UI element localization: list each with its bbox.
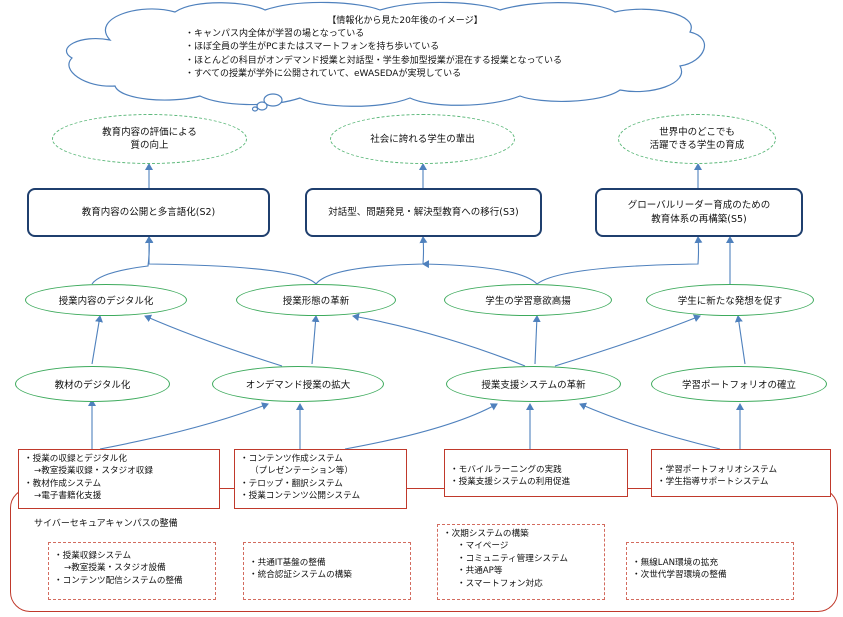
action-box-portfolio: ・学習ポートフォリオシステム ・学生指導サポートシステム [651, 449, 831, 497]
goal-students: 社会に誇れる学生の輩出 [330, 114, 515, 164]
vision-title: 【情報化から見た20年後のイメージ】 [327, 16, 483, 26]
arrow-lobj3-obj3 [532, 315, 541, 365]
objective-new-ideas: 学生に新たな発想を促す [646, 284, 814, 316]
action-item: →教室授業収録・スタジオ収録 [34, 466, 153, 477]
arrow-obj3-s5 [536, 236, 703, 285]
cyber-item: ・スマートフォン対応 [457, 578, 543, 589]
cyber-item: ・次期システムの構築 [443, 529, 529, 539]
cyber-item: ・授業収録システム [54, 551, 132, 561]
objective-portfolio: 学習ポートフォリオの確立 [651, 366, 827, 402]
cyber-item: ・コンテンツ配信システムの整備 [54, 575, 183, 586]
arrow-act2-lobj3 [344, 403, 498, 450]
arrow-lobj4-obj4 [734, 315, 746, 365]
vision-item: ・ほとんどの科目がオンデマンド授業と対話型・学生参加型授業が混在する授業となって… [185, 55, 563, 66]
objective-support-system: 授業支援システムの革新 [446, 366, 621, 402]
action-item: ・テロップ・翻訳システム [240, 478, 343, 489]
strategy-text: グローバルリーダー育成のための [627, 199, 771, 211]
objective-on-demand: オンデマンド授業の拡大 [212, 366, 384, 402]
arrow-lobj1-obj1 [91, 315, 103, 365]
action-item: ・授業支援システムの利用促進 [450, 477, 571, 488]
cyber-item: ・共通AP等 [457, 566, 503, 577]
objective-text: 授業内容のデジタル化 [58, 296, 154, 307]
vision-cloud [65, 1, 705, 112]
objective-text: オンデマンド授業の拡大 [245, 380, 351, 391]
arrow-group [88, 163, 746, 450]
objective-digitize-content: 授業内容のデジタル化 [25, 284, 187, 316]
arrow-obj3-s3 [422, 260, 538, 285]
goal-text: 質の向上 [130, 140, 169, 151]
strategy-s3: 対話型、問題発見・解決型教育への移行(S3) [305, 188, 542, 237]
goal-quality: 教育内容の評価による質の向上 [52, 114, 247, 164]
action-item: ・授業コンテンツ公開システム [240, 491, 361, 502]
objective-class-innovation: 授業形態の革新 [236, 284, 396, 316]
objective-text: 教材のデジタル化 [54, 380, 131, 391]
cyber-box-recording: ・授業収録システム →教室授業・スタジオ設備 ・コンテンツ配信システムの整備 [48, 542, 216, 600]
cyber-item: ・コミュニティ管理システム [457, 553, 568, 564]
objective-motivation: 学生の学習意欲高揚 [444, 284, 612, 316]
action-box-content: ・コンテンツ作成システム （プレゼンテーション等） ・テロップ・翻訳システム ・… [234, 449, 407, 509]
vision-text: 【情報化から見た20年後のイメージ】 ・キャンパス内全体が学習の場となっている … [185, 15, 625, 81]
strategy-text: 教育内容の公開と多言語化(S2) [81, 206, 216, 218]
vision-item: ・ほぼ全員の学生がPCまたはスマートフォンを持ち歩いている [185, 42, 440, 53]
cyber-item: →教室授業・スタジオ設備 [64, 563, 166, 574]
cyber-item: ・無線LAN環境の拡充 [632, 558, 719, 568]
objective-digitize-materials: 教材のデジタル化 [15, 366, 170, 402]
objective-text: 学生に新たな発想を促す [677, 296, 783, 307]
goal-global: 世界中のどこでも活躍できる学生の育成 [618, 114, 776, 164]
action-item: ・学生指導サポートシステム [657, 477, 769, 488]
arrow-act1-lobj2 [99, 402, 269, 450]
strategy-s2: 教育内容の公開と多言語化(S2) [27, 188, 270, 237]
arrow-lobj3-obj2 [352, 313, 526, 367]
cyber-title: サイバーセキュアキャンパスの整備 [34, 519, 178, 529]
cyber-box-wireless: ・無線LAN環境の拡充 ・次世代学習環境の整備 [626, 542, 794, 600]
action-item: ・授業の収録とデジタル化 [24, 454, 127, 464]
action-box-recording: ・授業の収録とデジタル化 →教室授業収録・スタジオ収録 ・教材作成システム →電… [18, 449, 220, 509]
strategy-text: 教育体系の再構築(S5) [651, 213, 747, 225]
goal-text: 社会に誇れる学生の輩出 [370, 133, 475, 145]
action-item: （プレゼンテーション等） [250, 466, 353, 477]
cyber-box-next-system: ・次期システムの構築 ・マイページ ・コミュニティ管理システム ・共通AP等 ・… [437, 524, 605, 600]
action-item: ・教材作成システム [24, 478, 102, 489]
action-item: ・学習ポートフォリオシステム [657, 465, 778, 475]
action-box-mobile: ・モバイルラーニングの実践 ・授業支援システムの利用促進 [444, 449, 628, 497]
cyber-item: ・マイページ [457, 541, 509, 552]
objective-text: 授業支援システムの革新 [481, 380, 586, 391]
arrow-lobj2-obj2 [311, 315, 320, 365]
objective-text: 学生の学習意欲高揚 [485, 296, 571, 307]
goal-text: 世界中のどこでも [659, 127, 735, 138]
cyber-item: ・次世代学習環境の整備 [632, 570, 727, 581]
objective-text: 授業形態の革新 [282, 296, 350, 307]
arrow-obj2-s2 [145, 236, 317, 285]
goal-text: 教育内容の評価による [102, 127, 197, 138]
strategy-text: 対話型、問題発見・解決型教育への移行(S3) [328, 206, 519, 218]
cyber-item: ・統合認証システムの構築 [249, 570, 352, 581]
arrow-obj1-s2 [91, 236, 154, 285]
goal-text: 活躍できる学生の育成 [649, 140, 745, 151]
action-item: →電子書籍化支援 [34, 491, 102, 502]
action-item: ・コンテンツ作成システム [240, 454, 343, 464]
action-item: ・モバイルラーニングの実践 [450, 465, 562, 475]
arrow-obj2-s3 [315, 236, 428, 285]
arrow-lobj2-obj1 [144, 314, 283, 367]
cyber-box-infra: ・共通IT基盤の整備 ・統合認証システムの構築 [243, 542, 411, 600]
arrow-act4-lobj3 [579, 402, 721, 450]
vision-item: ・すべての授業が学外に公開されていて、eWASEDAが実現している [185, 68, 462, 79]
strategy-s5: グローバルリーダー育成のための教育体系の再構築(S5) [595, 188, 803, 237]
cyber-item: ・共通IT基盤の整備 [249, 558, 326, 568]
objective-text: 学習ポートフォリオの確立 [681, 380, 796, 391]
arrow-lobj3-obj4 [554, 314, 701, 367]
vision-item: ・キャンパス内全体が学習の場となっている [185, 29, 365, 40]
